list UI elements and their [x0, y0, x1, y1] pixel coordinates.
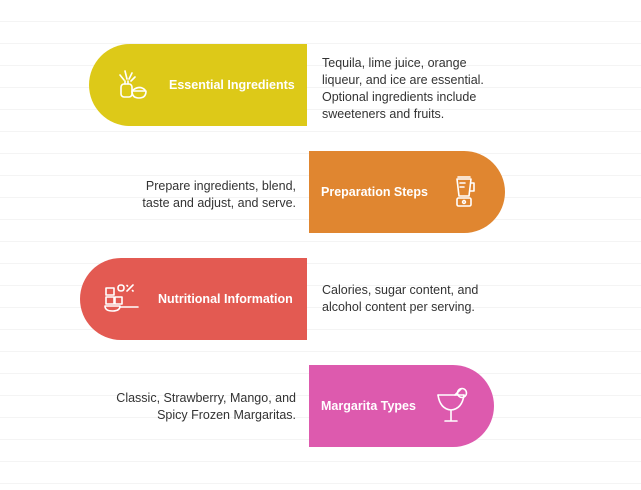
pill-label: Margarita Types	[321, 399, 416, 413]
margarita-types-description: Classic, Strawberry, Mango, and Spicy Fr…	[116, 391, 296, 422]
nutritional-information-description: Calories, sugar content, and alcohol con…	[322, 283, 479, 314]
blender-icon	[456, 176, 475, 207]
preparation-steps-description: Prepare ingredients, blend, taste and ad…	[142, 179, 296, 210]
nutritional-information-card: Nutritional Information	[80, 258, 307, 340]
pill-label: Essential Ingredients	[169, 78, 295, 92]
ingredients-icon	[119, 70, 147, 99]
pill-label: Nutritional Information	[158, 292, 293, 306]
essential-ingredients-card: Essential Ingredients	[89, 44, 307, 126]
preparation-steps-card: Preparation Steps	[309, 151, 505, 233]
cocktail-glass-icon	[437, 387, 468, 422]
nutrition-icon	[104, 284, 139, 312]
margarita-types-card: Margarita Types	[309, 365, 494, 447]
pill-label: Preparation Steps	[321, 185, 428, 199]
essential-ingredients-description: Tequila, lime juice, orange liqueur, and…	[322, 56, 484, 121]
